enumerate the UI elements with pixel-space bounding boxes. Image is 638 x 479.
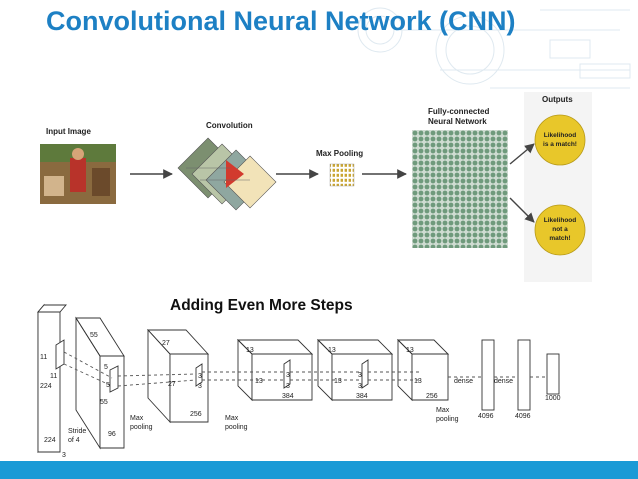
pool3-label-2: pooling <box>436 416 459 423</box>
input-kernel-label-1: 11 <box>40 354 47 361</box>
conv1-side-label: 55 <box>100 399 108 406</box>
conv2-size-label: 27 <box>162 340 170 347</box>
fc-label-line2: Neural Network <box>428 117 487 126</box>
input-image-label: Input Image <box>46 127 91 136</box>
conv3-kernel-label-1: 3 <box>286 372 290 379</box>
fc-label-line1: Fully-connected <box>428 107 489 116</box>
pool2-label-2: pooling <box>225 424 248 431</box>
alexnet-architecture-diagram: 11 11 224 224 3 Stride of 4 55 5 5 55 96… <box>37 303 561 459</box>
pool1-label-1: Max <box>130 415 144 422</box>
conv3-side-label: 13 <box>255 378 263 385</box>
conv5-depth-label: 256 <box>426 393 438 400</box>
conv4-depth-label: 384 <box>356 393 368 400</box>
conv2-kernel-label-2: 3 <box>198 383 202 390</box>
dense-layer-2 <box>517 339 531 411</box>
cnn-pipeline-diagram: Input Image Convolution Max Pooling Ful <box>40 92 592 282</box>
conv1-kernel-label-1: 5 <box>104 364 108 371</box>
arrow-fc-to-no-match <box>509 197 535 223</box>
pool1-label-2: pooling <box>130 424 153 431</box>
conv2-depth-label: 256 <box>190 411 202 418</box>
stride-label-2: of 4 <box>68 437 80 444</box>
output-no-match-text-2: not a <box>552 226 568 233</box>
fully-connected-grid <box>412 130 508 248</box>
conv1-kernel-label-2: 5 <box>106 382 110 389</box>
input-width-label: 224 <box>44 437 56 444</box>
output-match-text-2: is a match! <box>543 141 577 148</box>
dense-label-1: dense <box>454 378 473 385</box>
conv1-size-label: 55 <box>90 332 98 339</box>
input-kernel-label-2: 11 <box>50 373 57 380</box>
slide-title: Convolutional Neural Network (CNN) <box>46 6 516 36</box>
output-match-text-1: Likelihood <box>544 132 577 139</box>
dense-label-2: dense <box>494 378 513 385</box>
dense-size-2: 4096 <box>515 413 531 420</box>
dense-size-3: 1000 <box>545 395 561 402</box>
conv2-kernel-label-1: 3 <box>198 373 202 380</box>
conv3-size-label: 13 <box>246 347 254 354</box>
pool3-label-1: Max <box>436 407 450 414</box>
convolution-label: Convolution <box>206 121 253 130</box>
pooled-feature-map <box>329 163 355 187</box>
projection-lines <box>63 351 547 387</box>
dense-layer-3 <box>546 353 560 395</box>
outputs-label: Outputs <box>542 95 573 104</box>
conv4-volume <box>316 338 394 402</box>
input-depth-label: 3 <box>62 452 66 459</box>
decorative-background-graphic <box>357 7 631 89</box>
conv4-kernel-label-2: 3 <box>358 383 362 390</box>
output-no-match-node <box>534 204 586 256</box>
dense-size-1: 4096 <box>478 413 494 420</box>
conv5-side-label: 13 <box>414 378 422 385</box>
conv3-kernel-label-2: 3 <box>286 383 290 390</box>
arrow-fc-to-match <box>509 143 535 165</box>
conv5-volume <box>396 338 450 402</box>
conv4-kernel-label-1: 3 <box>358 372 362 379</box>
conv3-volume <box>236 338 314 402</box>
conv1-volume <box>75 316 125 450</box>
input-volume <box>37 303 67 454</box>
max-pooling-label: Max Pooling <box>316 149 363 158</box>
pool2-label-1: Max <box>225 415 239 422</box>
conv1-depth-label: 96 <box>108 431 116 438</box>
conv2-side-label: 27 <box>168 381 176 388</box>
footer-bar <box>0 461 638 479</box>
conv4-side-label: 13 <box>334 378 342 385</box>
conv3-depth-label: 384 <box>282 393 294 400</box>
input-photo <box>40 144 116 204</box>
section-subtitle: Adding Even More Steps <box>170 297 353 314</box>
convolution-feature-maps <box>177 137 277 211</box>
output-no-match-text-1: Likelihood <box>544 217 577 224</box>
output-no-match-text-3: match! <box>549 235 570 242</box>
stride-label-1: Stride <box>68 428 86 435</box>
conv5-size-label: 13 <box>406 347 414 354</box>
input-height-label: 224 <box>40 383 52 390</box>
dense-layer-1 <box>481 339 495 411</box>
output-match-node <box>534 114 586 166</box>
conv4-size-label: 13 <box>328 347 336 354</box>
